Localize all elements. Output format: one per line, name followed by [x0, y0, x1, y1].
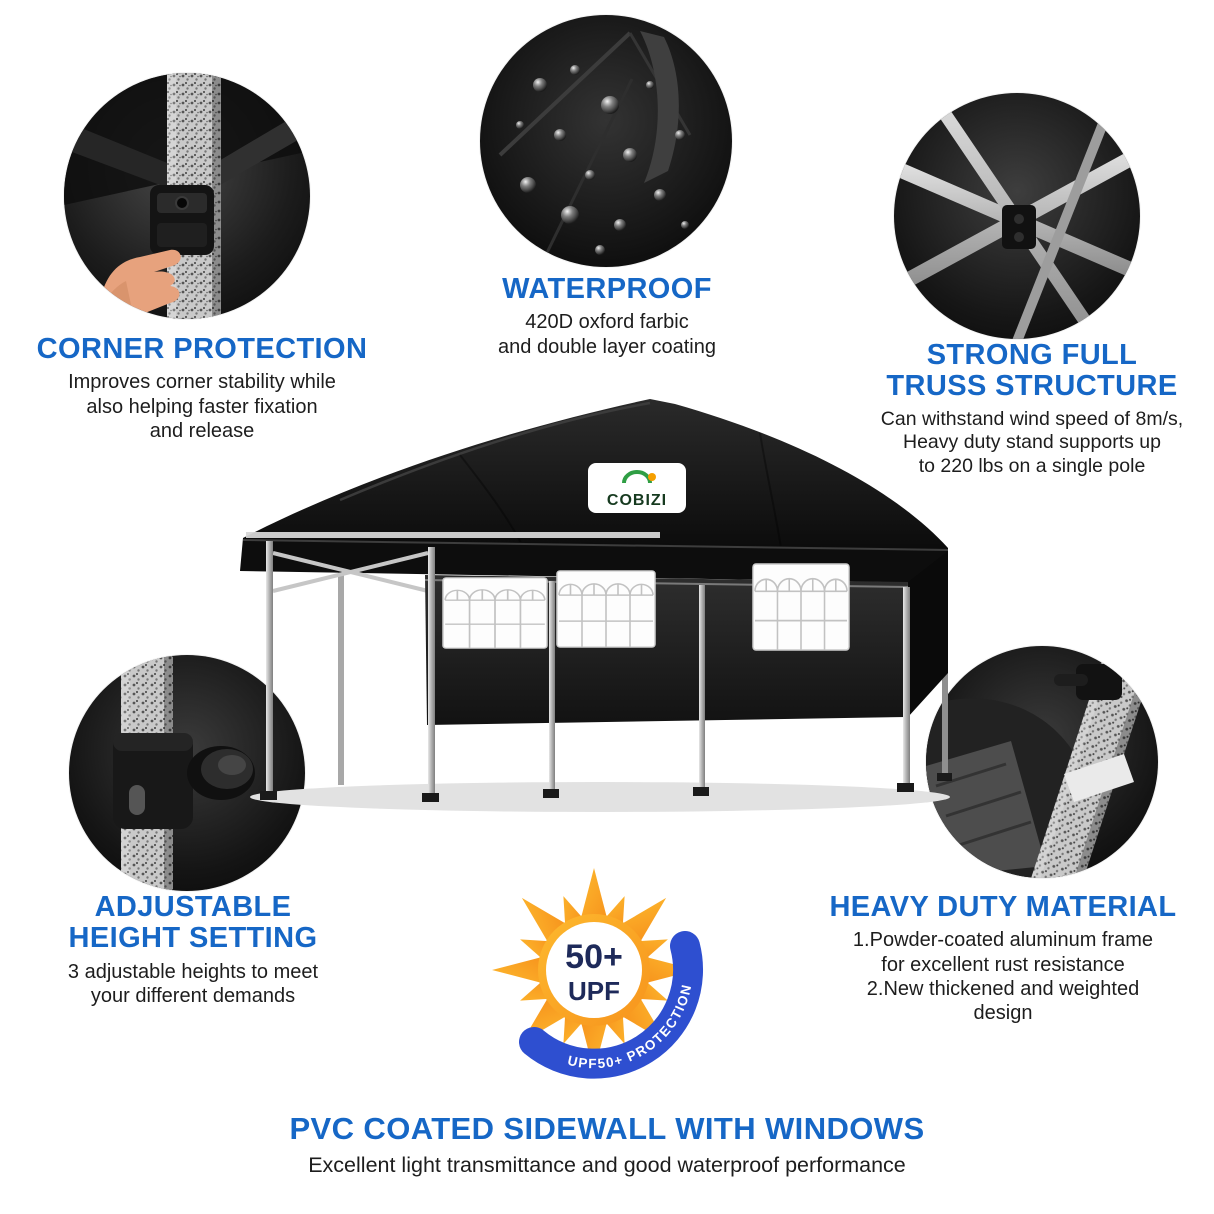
upf-sun-icon: 50+ UPF UPF50+ PROTECTION	[492, 868, 704, 1079]
velcro-strap	[1064, 754, 1134, 802]
truss-photo	[894, 93, 1140, 339]
brand-name: COBIZI	[607, 492, 667, 509]
open-bay-truss	[272, 551, 429, 593]
material-title: HEAVY DUTY MATERIAL	[829, 891, 1177, 923]
heavy-duty-photo	[926, 646, 1158, 878]
water-droplets	[516, 65, 689, 255]
waterproof-title: WATERPROOF	[502, 273, 712, 305]
adjustable-height-image	[69, 655, 305, 891]
logo-sun-icon	[648, 473, 656, 481]
corner-protection-image	[64, 73, 310, 319]
truss-arm-right	[212, 107, 310, 185]
feature-height: ADJUSTABLE HEIGHT SETTING 3 adjustable h…	[28, 891, 358, 1008]
truss-bracket	[1002, 205, 1036, 249]
material-desc: 1.Powder-coated aluminum frame for excel…	[852, 929, 1154, 1025]
height-adjust-clip	[113, 733, 255, 829]
height-title: ADJUSTABLE HEIGHT SETTING	[68, 891, 318, 955]
frame-clip	[1054, 664, 1122, 700]
corner-protection-photo	[64, 73, 310, 319]
corner-clip	[150, 185, 214, 255]
truss-title: STRONG FULL TRUSS STRUCTURE	[886, 339, 1178, 403]
truss-arm-left	[64, 121, 182, 191]
fabric-fold	[640, 31, 679, 183]
sidewall-end	[908, 551, 948, 717]
upf-protection-band	[519, 931, 704, 1079]
waterproof-photo	[480, 15, 732, 267]
waterproof-image	[480, 15, 732, 267]
ground-shadow	[250, 782, 950, 812]
eave-frame-bar	[246, 532, 660, 538]
upf-badge: 50+ UPF UPF50+ PROTECTION	[482, 866, 720, 1104]
sun-center	[546, 922, 642, 1018]
feature-waterproof: WATERPROOF 420D oxford farbic and double…	[424, 273, 790, 359]
feature-truss: STRONG FULL TRUSS STRUCTURE Can withstan…	[852, 339, 1212, 479]
fabric-texture	[935, 762, 1032, 848]
front-legs	[260, 541, 914, 802]
truss-desc: Can withstand wind speed of 8m/s, Heavy …	[880, 407, 1184, 478]
height-desc: 3 adjustable heights to meet your differ…	[67, 960, 319, 1008]
tent-product-image: COBIZI	[220, 385, 960, 815]
brand-logo: COBIZI	[588, 463, 686, 513]
feature-sidewall: PVC COATED SIDEWALL WITH WINDOWS Excelle…	[0, 1112, 1214, 1179]
truss-image	[894, 93, 1140, 339]
waterproof-desc: 420D oxford farbic and double layer coat…	[498, 311, 716, 358]
corner-protection-desc: Improves corner stability while also hel…	[68, 371, 336, 443]
tent-illustration: COBIZI	[240, 399, 952, 812]
feature-corner-protection: CORNER PROTECTION Improves corner stabil…	[8, 333, 396, 443]
upf-label: UPF	[568, 976, 620, 1006]
feature-material: HEAVY DUTY MATERIAL 1.Powder-coated alum…	[798, 891, 1208, 1026]
upf-value: 50+	[565, 938, 623, 976]
sidewall-title: PVC COATED SIDEWALL WITH WINDOWS	[289, 1111, 925, 1146]
heavy-duty-image	[926, 646, 1158, 878]
adjustable-height-photo	[69, 655, 305, 891]
corner-protection-title: CORNER PROTECTION	[36, 333, 368, 365]
sidewall-desc: Excellent light transmittance and good w…	[308, 1153, 906, 1178]
